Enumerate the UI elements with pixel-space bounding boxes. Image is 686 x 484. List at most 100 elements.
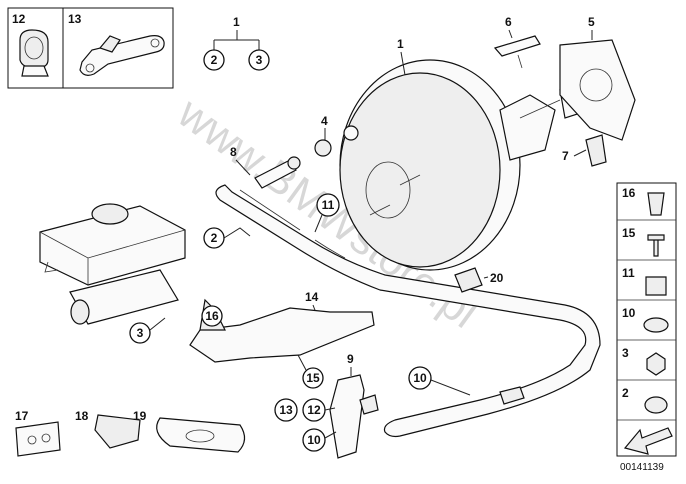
label-16: 16 — [205, 309, 219, 323]
brake-booster[interactable] — [339, 59, 591, 271]
booster-studs — [369, 174, 421, 216]
label-2-top: 2 — [211, 53, 218, 67]
callout-15-circle — [302, 367, 324, 389]
elbow-9-outlet — [359, 394, 379, 415]
label-6: 6 — [505, 15, 512, 29]
side-panel-label: 16 — [622, 186, 636, 200]
label-11: 11 — [322, 198, 335, 212]
side-panel-dividers — [617, 219, 676, 421]
part-18[interactable]: 18 — [75, 409, 141, 449]
hose-clamp — [499, 386, 525, 405]
leader-15 — [297, 354, 307, 371]
callout-10-circle-elbow — [302, 428, 326, 452]
label-13-elbow: 13 — [279, 403, 293, 417]
callout-1-bracket — [213, 30, 260, 50]
booster-front — [339, 72, 501, 268]
check-valve-8-part — [254, 159, 297, 189]
label-7: 7 — [562, 149, 569, 163]
part-17[interactable]: 17 — [15, 409, 61, 457]
arrow-icon — [623, 427, 673, 455]
side-panel-item-16[interactable]: 16 — [622, 186, 665, 216]
check-valve-8[interactable]: 8 — [230, 145, 301, 189]
callout-11-circle — [316, 193, 340, 217]
box-13-frame — [62, 7, 174, 89]
part-17-hole-a — [27, 435, 37, 445]
reservoir-edges — [39, 229, 186, 285]
side-panel-label: 15 — [622, 226, 636, 240]
leader-8 — [235, 159, 251, 176]
vacuum-hose[interactable] — [215, 184, 601, 438]
callout-10-circle-hose — [408, 366, 432, 390]
label-10-hose: 10 — [413, 371, 427, 385]
clip-6[interactable]: 6 — [493, 15, 541, 69]
booster-neck — [499, 94, 556, 161]
part-17-hole-b — [41, 433, 51, 443]
label-17: 17 — [15, 409, 29, 423]
side-panel-item-15[interactable]: 15 — [622, 226, 665, 257]
label-9: 9 — [347, 352, 354, 366]
side-panel-item-3[interactable]: 3 — [622, 346, 666, 376]
label-1-main: 1 — [397, 37, 404, 51]
bracket-13-part — [79, 35, 165, 76]
clip-20-part — [454, 267, 483, 293]
reservoir-body — [39, 205, 186, 286]
leader-3-mc — [149, 317, 166, 331]
grommet-4[interactable]: 4 — [314, 114, 332, 157]
box-item-12[interactable]: 12 — [7, 7, 64, 89]
heat-shield-14[interactable]: 14 16 15 — [189, 290, 375, 389]
label-12-elbow: 12 — [307, 403, 321, 417]
side-panel-label: 10 — [622, 306, 636, 320]
side-panel-part-shape — [646, 352, 666, 376]
label-3-mc: 3 — [137, 326, 144, 340]
side-panel-item-2[interactable]: 2 — [622, 386, 668, 414]
part-18-shape — [94, 414, 141, 449]
side-panel-frame — [616, 182, 677, 457]
label-10-elbow: 10 — [307, 433, 321, 447]
side-panel-item-11[interactable]: 11 — [622, 266, 667, 296]
callout-3-circle-top — [248, 49, 270, 71]
clip-20[interactable]: 20 — [454, 267, 504, 293]
label-2-mc: 2 — [211, 231, 218, 245]
gasket-5-part — [559, 39, 636, 141]
part-19-shape — [156, 417, 246, 453]
booster-rod — [519, 99, 561, 119]
callout-1-group[interactable]: 1 2 3 — [203, 15, 270, 71]
label-20: 20 — [490, 271, 504, 285]
side-panel-label: 11 — [622, 266, 635, 280]
side-panel-item-10[interactable]: 10 — [622, 306, 669, 333]
reservoir-cap — [91, 203, 129, 225]
label-1-top: 1 — [233, 15, 240, 29]
callout-13-circle — [274, 398, 298, 422]
reservoir-tab — [44, 261, 59, 273]
side-panel-items: 16 15 11 10 3 2 — [622, 186, 669, 414]
clip-6-part — [493, 35, 541, 57]
leader-1 — [400, 51, 406, 76]
callout-16-circle — [201, 305, 223, 327]
side-panel-part-shape — [645, 276, 667, 296]
gasket-5[interactable]: 5 — [559, 15, 636, 141]
part-17-shape — [15, 421, 61, 457]
side-panel-label: 3 — [622, 346, 629, 360]
part-19-slot — [185, 429, 215, 443]
box-item-13[interactable]: 13 — [62, 7, 174, 89]
label-5: 5 — [588, 15, 595, 29]
leader-10-hose — [430, 379, 471, 396]
clip-12-part — [19, 29, 49, 77]
side-panel-part-shape — [644, 396, 668, 414]
bracket-7[interactable]: 7 — [562, 134, 607, 167]
label-13: 13 — [68, 12, 82, 26]
booster-port — [365, 161, 411, 219]
part-19[interactable]: 19 — [133, 409, 246, 453]
callout-2-circle-top — [203, 49, 225, 71]
master-cylinder[interactable] — [39, 203, 186, 325]
elbow-9[interactable]: 9 13 12 10 — [274, 352, 379, 459]
grommet-4-part — [314, 139, 332, 157]
label-18: 18 — [75, 409, 89, 423]
leader-10-elbow — [324, 431, 337, 439]
clip-6-pin — [517, 54, 523, 69]
callout-3-circle-mc — [129, 322, 151, 344]
heat-shield-14-part — [189, 307, 375, 363]
label-4: 4 — [321, 114, 328, 128]
booster-hole — [343, 125, 359, 141]
